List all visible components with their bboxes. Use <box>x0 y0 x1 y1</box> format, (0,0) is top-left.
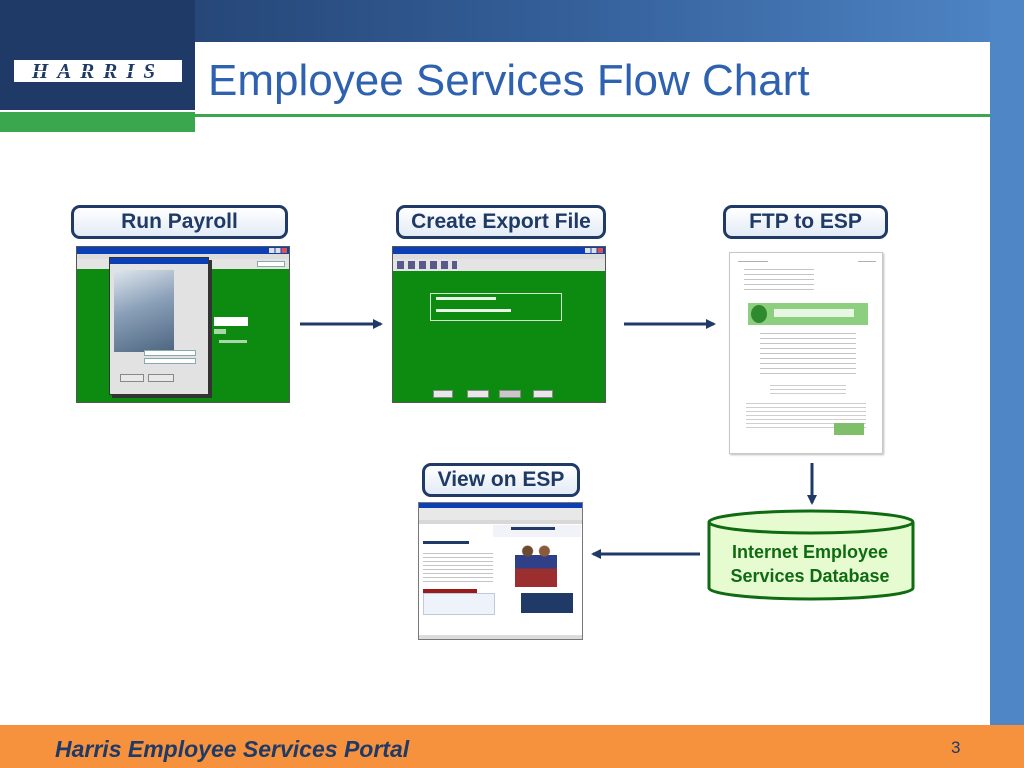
payroll-window-menubar <box>77 254 289 259</box>
green-accent-band <box>0 112 195 132</box>
login-ok-button <box>120 374 144 382</box>
export-window-titlebar <box>393 247 605 254</box>
footer-bar <box>0 725 1024 768</box>
payroll-toolbar-field <box>257 261 285 267</box>
logo-stripe <box>18 71 178 72</box>
collection-logo <box>834 423 864 435</box>
portal-address-bar <box>419 520 582 524</box>
receipt-details <box>760 333 856 377</box>
login-dialog-titlebar <box>110 258 208 264</box>
step-create-export-file: Create Export File <box>396 205 606 239</box>
step-run-payroll: Run Payroll <box>71 205 288 239</box>
export-window-menubar <box>393 254 605 259</box>
portal-harris-logo <box>511 527 555 530</box>
export-exit-button <box>533 390 553 398</box>
export-ok-button <box>433 390 453 398</box>
portal-titlebar <box>419 503 582 508</box>
receipt-header-right <box>858 261 876 262</box>
step-ftp-to-esp: FTP to ESP <box>723 205 888 239</box>
title-underline <box>195 114 990 117</box>
right-accent-bar <box>990 0 1024 725</box>
export-window-buttons <box>585 248 603 253</box>
portal-login-header <box>423 589 477 593</box>
export-screenshot <box>392 246 606 403</box>
selection-group <box>430 293 562 321</box>
login-cancel-button <box>148 374 174 382</box>
step-view-on-esp: View on ESP <box>422 463 580 497</box>
slide-title: Employee Services Flow Chart <box>208 56 810 105</box>
esp-portal-screenshot <box>418 502 583 640</box>
tree-icon <box>751 305 767 323</box>
login-dialog <box>109 257 209 395</box>
database-cylinder <box>707 509 915 601</box>
selection-option-1 <box>436 297 496 300</box>
payroll-splash-text-1 <box>214 317 248 326</box>
portal-toolbar <box>419 508 582 520</box>
ftp-receipt-document <box>729 252 883 454</box>
portal-statusbar <box>419 635 582 639</box>
export-cancel-button <box>467 390 489 398</box>
portal-login-box <box>423 593 495 615</box>
payroll-window-titlebar <box>77 247 289 254</box>
slide-page-number: 3 <box>951 738 961 757</box>
login-dialog-photo <box>114 270 174 352</box>
portal-people-photo <box>515 541 557 587</box>
password-field <box>144 358 196 364</box>
export-disabled-button <box>499 390 521 398</box>
shorewood-wordmark <box>774 309 854 317</box>
payroll-splash-text-2 <box>214 329 226 334</box>
payroll-screenshot <box>76 246 290 403</box>
logo-text: HARRIS <box>31 58 165 83</box>
shorewood-banner <box>748 303 868 325</box>
payroll-window-buttons <box>269 248 287 253</box>
system-field <box>144 350 196 356</box>
payroll-splash-text-3 <box>219 340 247 343</box>
logo-panel <box>0 0 195 110</box>
receipt-email-headers <box>744 269 814 293</box>
database-label: Internet Employee Services Database <box>730 542 890 586</box>
export-toolbar-icons <box>397 261 457 269</box>
footer-title: Harris Employee Services Portal <box>55 736 410 762</box>
harris-logo: HARRIS <box>12 58 184 84</box>
portal-harris-panel <box>521 593 573 613</box>
selection-option-2 <box>436 309 511 312</box>
receipt-note <box>770 385 846 395</box>
portal-page-heading <box>423 541 469 544</box>
receipt-header-left <box>738 261 768 262</box>
portal-welcome-text <box>423 553 493 583</box>
